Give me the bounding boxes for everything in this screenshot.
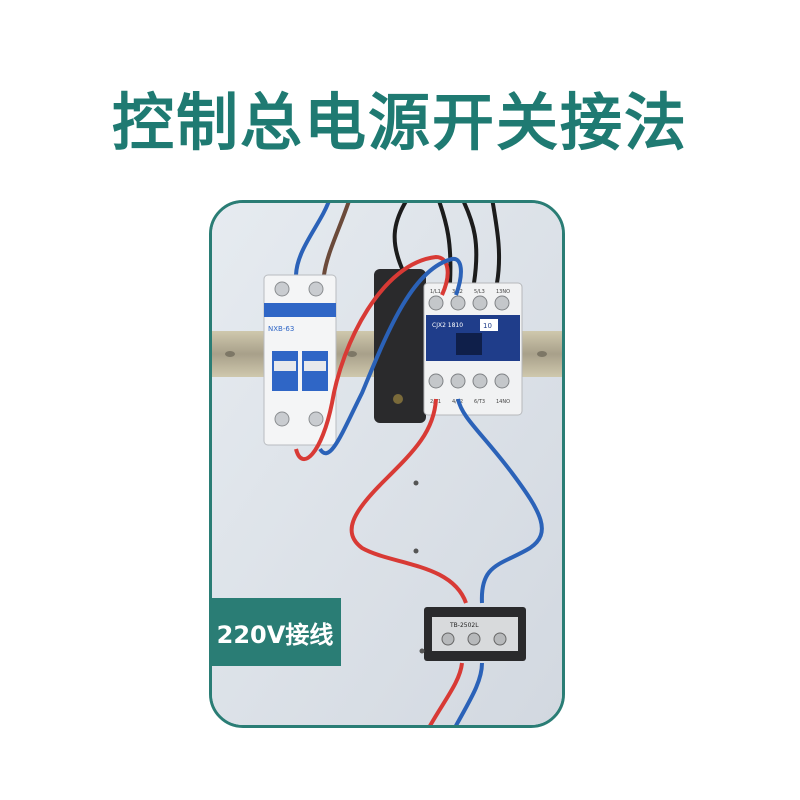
contactor: 1/L1 3/L2 5/L3 13NO CJX2 1810 10 2/T1 4/… xyxy=(423,282,523,416)
incoming-brown-wire xyxy=(322,203,351,276)
incoming-blue-wire xyxy=(294,203,331,276)
contactor-terminal-label: 13NO xyxy=(496,289,510,295)
breaker-label: NXB-63 xyxy=(268,325,294,333)
contactor-terminal-label: 1/L1 xyxy=(430,289,441,295)
red-wire xyxy=(428,662,464,725)
mounting-hole xyxy=(413,548,419,554)
rail-slot xyxy=(537,351,547,357)
contactor-terminal-label: 14NO xyxy=(496,399,510,405)
black-wire xyxy=(490,203,502,284)
black-wire xyxy=(462,203,479,284)
control-module xyxy=(374,269,426,423)
contactor-terminal-label: 5/L3 xyxy=(474,289,485,295)
mounting-hole xyxy=(413,480,419,486)
blue-wire xyxy=(318,256,463,456)
mounting-hole xyxy=(419,648,425,654)
black-wire xyxy=(437,203,453,284)
black-wire xyxy=(392,203,408,274)
terminal-block: TB-2502L xyxy=(424,607,526,661)
contactor-badge: 10 xyxy=(483,322,492,330)
voltage-caption-badge: 220V接线 xyxy=(209,598,341,666)
blue-wire xyxy=(456,398,544,604)
contactor-model: CJX2 1810 xyxy=(432,322,463,329)
contactor-terminal-label: 6/T3 xyxy=(474,399,485,405)
red-wire xyxy=(349,398,468,604)
terminal-block-label: TB-2502L xyxy=(449,622,479,629)
blue-wire xyxy=(454,662,484,725)
rail-slot xyxy=(347,351,357,357)
rail-slot xyxy=(225,351,235,357)
circuit-breaker: NXB-63 xyxy=(263,274,337,446)
page-title: 控制总电源开关接法 xyxy=(111,86,688,159)
